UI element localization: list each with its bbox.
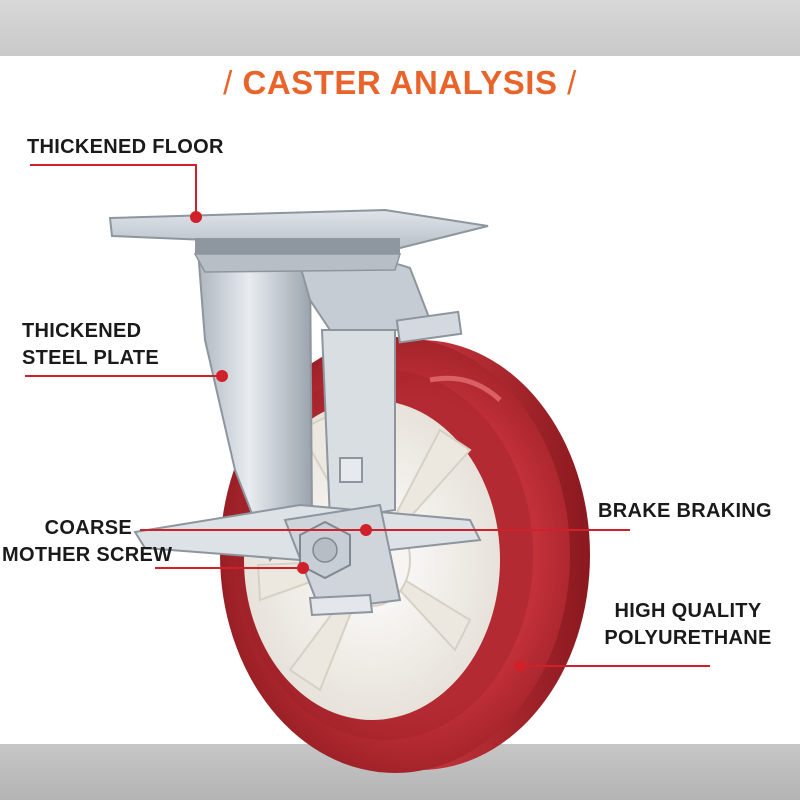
callout-lines [25,164,710,667]
label-high-quality-polyurethane: HIGH QUALITY POLYURETHANE [604,600,772,649]
label-brake-braking: BRAKE BRAKING [598,500,772,522]
label-thickened-steel-plate: THICKENED STEEL PLATE [22,320,160,369]
page-title: / CASTER ANALYSIS / [223,64,577,101]
axle-nut [299,520,351,580]
label-coarse-mother-screw: COARSE [44,517,132,539]
label-thickened-floor: THICKENED FLOOR [27,136,224,158]
label-coarse-mother-screw-line2: MOTHER SCREW [2,544,173,566]
top-band [0,0,800,56]
callout-dots [190,211,526,672]
steel-fork [196,248,463,562]
mounting-plate [108,208,489,273]
title-text: CASTER ANALYSIS [242,64,558,101]
